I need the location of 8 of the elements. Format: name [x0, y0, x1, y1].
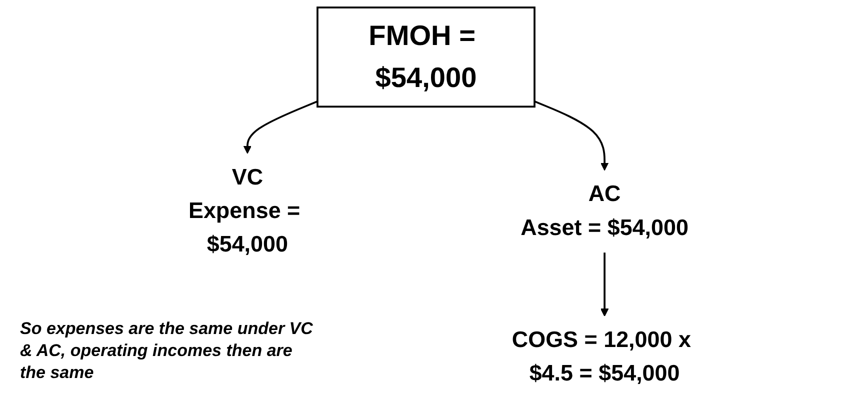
node-text: AC Asset = $54,000 — [520, 181, 689, 240]
note-text: So expenses are the same under VC & AC, operating incomes then are the same — [20, 318, 314, 384]
arrow — [600, 252, 609, 317]
node-text: COGS = 12,000 x $4.5 = $54,000 — [512, 327, 691, 386]
arrow — [243, 100, 318, 154]
arrow — [534, 100, 609, 171]
node-text: VC Expense = $54,000 — [188, 164, 300, 258]
node-box: FMOH = $54,000 — [316, 6, 536, 108]
